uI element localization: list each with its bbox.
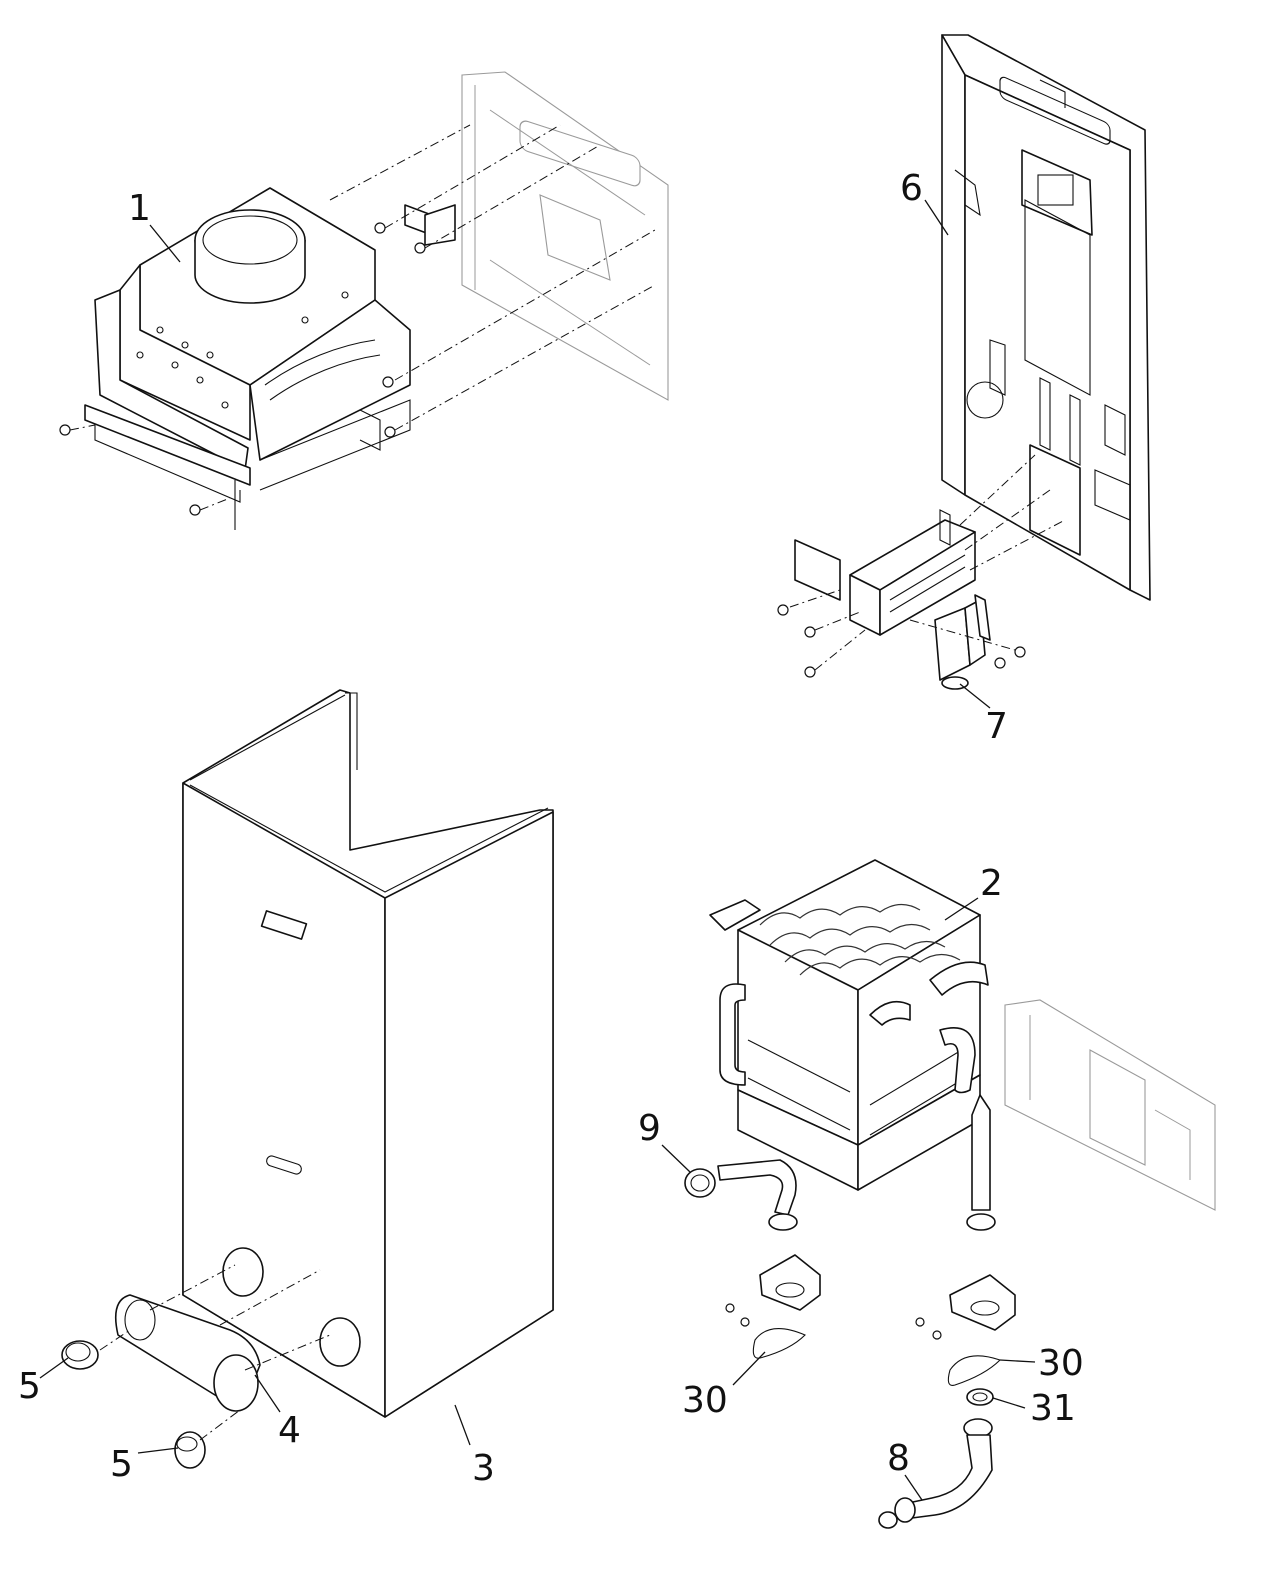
small-screws [725,1303,942,1340]
label-2: 2 [980,863,1003,904]
label-1: 1 [128,188,151,229]
casing-assembly-lines [99,1264,331,1441]
label-7: 7 [985,706,1008,747]
leader-30b [999,1359,1036,1363]
bracket-assembly-lines [789,454,1066,671]
label-4: 4 [278,1410,301,1451]
heat-exchanger [709,859,989,1191]
bracket-screws [777,604,1026,678]
back-panel-ghost-top [461,71,669,401]
label-6: 6 [900,168,923,209]
leader-9 [661,1144,691,1173]
label-30b: 30 [1038,1343,1084,1384]
leader-8 [904,1474,923,1501]
flue-hood-assembly: 1 [59,71,669,530]
leader-7 [959,683,991,709]
back-panel-assembly: 6 7 [777,34,1151,747]
label-5a: 5 [18,1366,41,1407]
washer-and-hose [878,1388,994,1529]
pipe-clips [759,1254,1016,1331]
label-31: 31 [1030,1388,1076,1429]
back-panel [941,34,1151,601]
leader-3 [454,1404,471,1446]
leader-1 [149,224,181,263]
leader-2 [944,897,979,921]
pipe-connections [684,1094,996,1231]
leader-6 [924,199,949,236]
hood-screws [59,222,426,516]
label-3: 3 [472,1448,495,1489]
heat-exchanger-assembly: 2 9 30 30 31 8 [638,859,1216,1529]
label-9: 9 [638,1108,661,1149]
ignition-valve [934,594,991,690]
leader-4 [254,1374,281,1413]
leader-5a [39,1357,69,1379]
label-8: 8 [887,1438,910,1479]
gas-valve-bracket [794,509,976,636]
spring-clips [752,1328,1002,1386]
front-casing [182,689,554,1418]
leader-5b [137,1447,179,1454]
knobs [61,1340,206,1469]
label-30a: 30 [682,1380,728,1421]
flue-hood [84,187,411,530]
leader-31 [992,1397,1026,1409]
hood-assembly-lines [69,124,656,511]
label-5b: 5 [110,1444,133,1485]
leader-30a [732,1351,766,1386]
casing-assembly: 3 4 5 5 [18,689,554,1489]
back-panel-ghost-bottom [1004,999,1216,1211]
